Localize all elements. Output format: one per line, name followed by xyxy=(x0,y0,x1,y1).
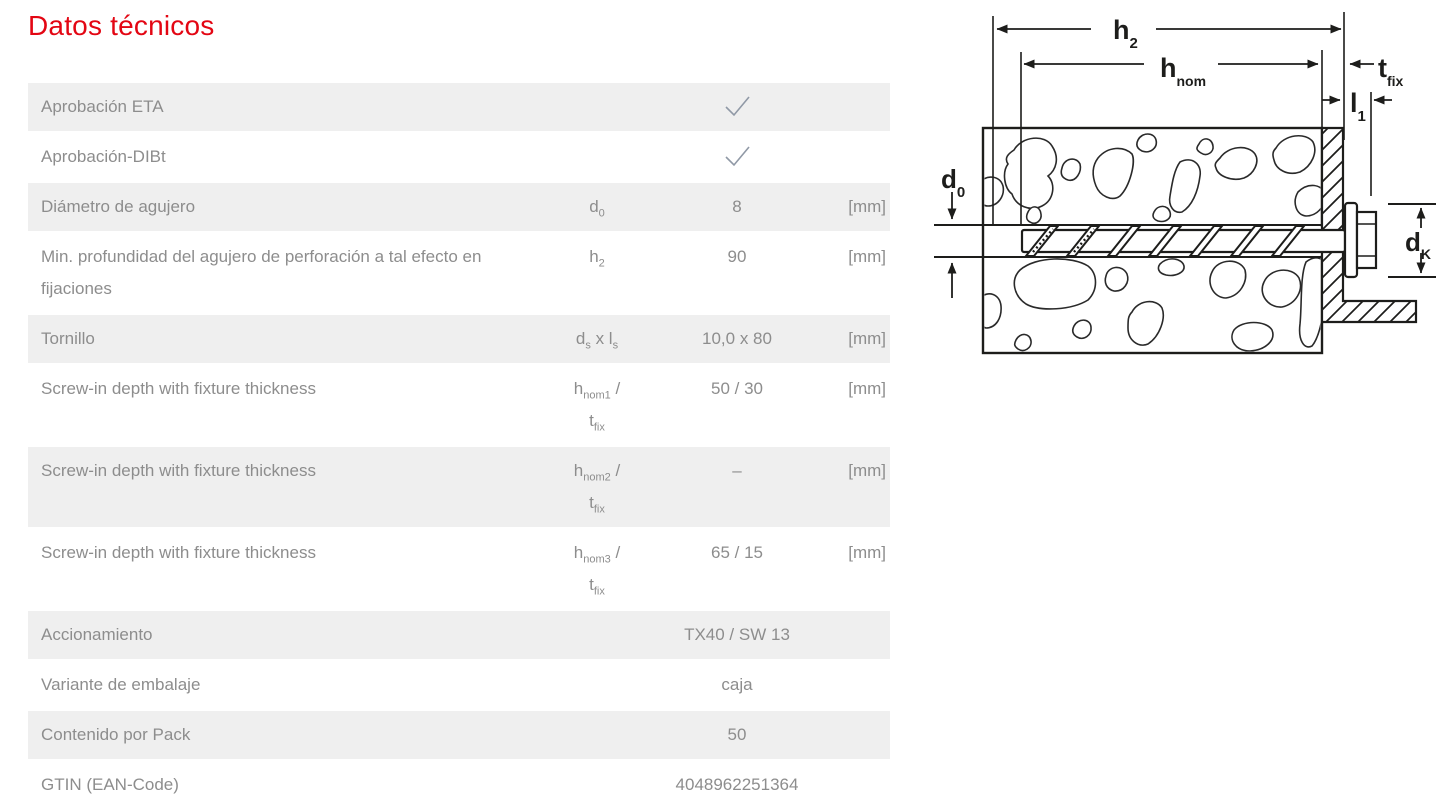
checkmark-icon xyxy=(724,96,750,117)
row-unit: [mm] xyxy=(848,329,886,348)
row-value: 90 xyxy=(727,247,747,266)
row-value: – xyxy=(732,461,742,480)
row-value xyxy=(654,91,820,123)
svg-text:l1: l1 xyxy=(1350,88,1366,125)
row-unit: [mm] xyxy=(848,461,886,480)
row-label: Aprobación-DIBt xyxy=(41,147,166,166)
dimension-tfix: tfix xyxy=(1349,53,1404,89)
row-symbol: h2 xyxy=(589,247,605,270)
svg-text:h2: h2 xyxy=(1113,15,1138,52)
table-row: Aprobación-DIBt xyxy=(28,133,890,181)
table-row: Tornillo ds x ls 10,0 x 80 [mm] xyxy=(28,315,890,363)
row-value: 4048962251364 xyxy=(675,775,799,794)
checkmark-icon xyxy=(724,146,750,167)
svg-text:tfix: tfix xyxy=(1378,53,1404,89)
row-label: Tornillo xyxy=(41,329,95,348)
dimension-dk: dK xyxy=(1388,203,1436,278)
technical-data-table: Aprobación ETA Aprobación-DIBt Diámetro … xyxy=(28,83,890,798)
row-value: TX40 / SW 13 xyxy=(684,625,790,644)
table-row: Screw-in depth with fixture thickness hn… xyxy=(28,447,890,527)
row-label: Diámetro de agujero xyxy=(41,197,196,216)
table-row: Accionamiento TX40 / SW 13 xyxy=(28,611,890,659)
concrete-screw xyxy=(1020,201,1378,279)
washer xyxy=(1343,201,1359,279)
row-label: Contenido por Pack xyxy=(41,725,191,744)
aggregate-blobs xyxy=(984,133,1321,352)
row-label: Accionamiento xyxy=(41,625,153,644)
table-row: GTIN (EAN-Code) 4048962251364 xyxy=(28,761,890,798)
row-label: Screw-in depth with fixture thickness xyxy=(41,543,316,562)
row-label: Min. profundidad del agujero de perforac… xyxy=(41,247,482,298)
hex-head xyxy=(1355,210,1378,270)
dimension-d0: d0 xyxy=(941,164,965,298)
table-row: Contenido por Pack 50 xyxy=(28,711,890,759)
row-label: Aprobación ETA xyxy=(41,97,164,116)
row-label: GTIN (EAN-Code) xyxy=(41,775,179,794)
svg-text:dK: dK xyxy=(1405,227,1431,262)
row-unit: [mm] xyxy=(848,197,886,216)
dimension-hnom: hnom xyxy=(1023,53,1319,89)
dimension-l1: l1 xyxy=(1322,88,1392,125)
row-symbol: hnom1 /tfix xyxy=(573,379,621,434)
table-row: Diámetro de agujero d0 8 [mm] xyxy=(28,183,890,231)
row-value: 50 / 30 xyxy=(711,379,763,398)
row-symbol: hnom3 /tfix xyxy=(573,543,621,598)
row-label: Screw-in depth with fixture thickness xyxy=(41,461,316,480)
table-row: Screw-in depth with fixture thickness hn… xyxy=(28,529,890,609)
row-symbol: ds x ls xyxy=(575,329,619,352)
row-value xyxy=(654,141,820,173)
section-title: Datos técnicos xyxy=(28,10,215,41)
extension-lines xyxy=(992,12,1372,225)
row-label: Screw-in depth with fixture thickness xyxy=(41,379,316,398)
row-value: 65 / 15 xyxy=(711,543,763,562)
row-value: 8 xyxy=(732,197,742,216)
table-row: Min. profundidad del agujero de perforac… xyxy=(28,233,890,313)
row-label: Variante de embalaje xyxy=(41,675,201,694)
row-value: 10,0 x 80 xyxy=(702,329,772,348)
row-value: caja xyxy=(721,675,753,694)
row-unit: [mm] xyxy=(848,247,886,266)
row-value: 50 xyxy=(727,725,747,744)
svg-text:hnom: hnom xyxy=(1160,53,1206,89)
dimension-h2: h2 xyxy=(996,15,1342,52)
row-unit: [mm] xyxy=(848,379,886,398)
table-row: Variante de embalaje caja xyxy=(28,661,890,709)
row-symbol: hnom2 /tfix xyxy=(573,461,621,516)
table-row: Aprobación ETA xyxy=(28,83,890,131)
svg-text:d0: d0 xyxy=(941,164,965,201)
row-unit: [mm] xyxy=(848,543,886,562)
anchor-installation-diagram: h2 hnom tfix l1 d0 xyxy=(934,12,1436,355)
row-symbol: d0 xyxy=(589,197,605,220)
table-row: Screw-in depth with fixture thickness hn… xyxy=(28,365,890,445)
